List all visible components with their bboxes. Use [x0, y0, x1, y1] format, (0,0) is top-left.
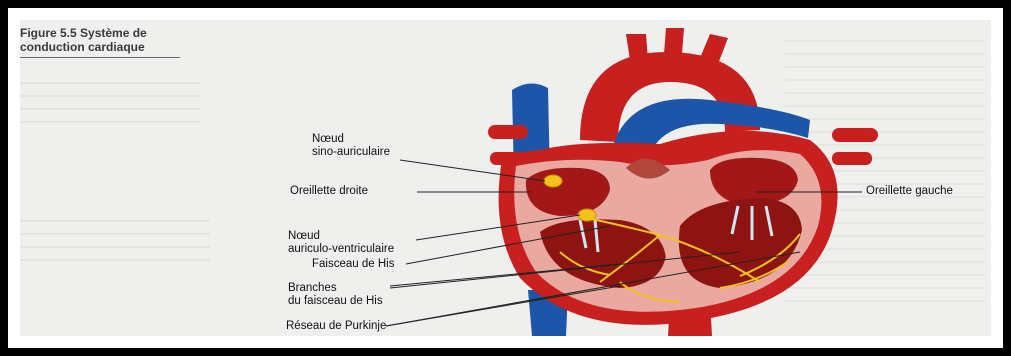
label-av-node-line-1: Nœud: [288, 230, 394, 243]
label-sa-node-line-2: sino-auriculaire: [312, 146, 390, 159]
label-bundle-branches: Branches du faisceau de His: [288, 282, 383, 308]
figure-panel: Figure 5.5 Système de conduction cardiaq…: [20, 20, 991, 336]
image-frame: Figure 5.5 Système de conduction cardiaq…: [8, 8, 1003, 348]
label-sa-node: Nœud sino-auriculaire: [312, 133, 390, 159]
pulmonary-vein-left-lower: [832, 152, 872, 165]
label-av-node-line-2: auriculo-ventriculaire: [288, 243, 394, 256]
label-right-atrium: Oreillette droite: [290, 185, 368, 198]
label-bundle-of-his: Faisceau de His: [312, 258, 394, 271]
heart-illustration: [20, 20, 991, 336]
label-branches-line-2: du faisceau de His: [288, 295, 383, 308]
label-av-node: Nœud auriculo-ventriculaire: [288, 230, 394, 256]
label-left-atrium: Oreillette gauche: [866, 185, 953, 198]
label-sa-node-line-1: Nœud: [312, 133, 390, 146]
label-purkinje: Réseau de Purkinje: [286, 320, 386, 333]
aortic-branch-2: [664, 28, 684, 54]
pulmonary-vein-left-upper: [832, 128, 878, 142]
pulmonary-vein-right-upper: [488, 125, 528, 139]
aortic-branch-1: [626, 34, 648, 60]
label-branches-line-1: Branches: [288, 282, 383, 295]
sa-node: [544, 175, 562, 187]
